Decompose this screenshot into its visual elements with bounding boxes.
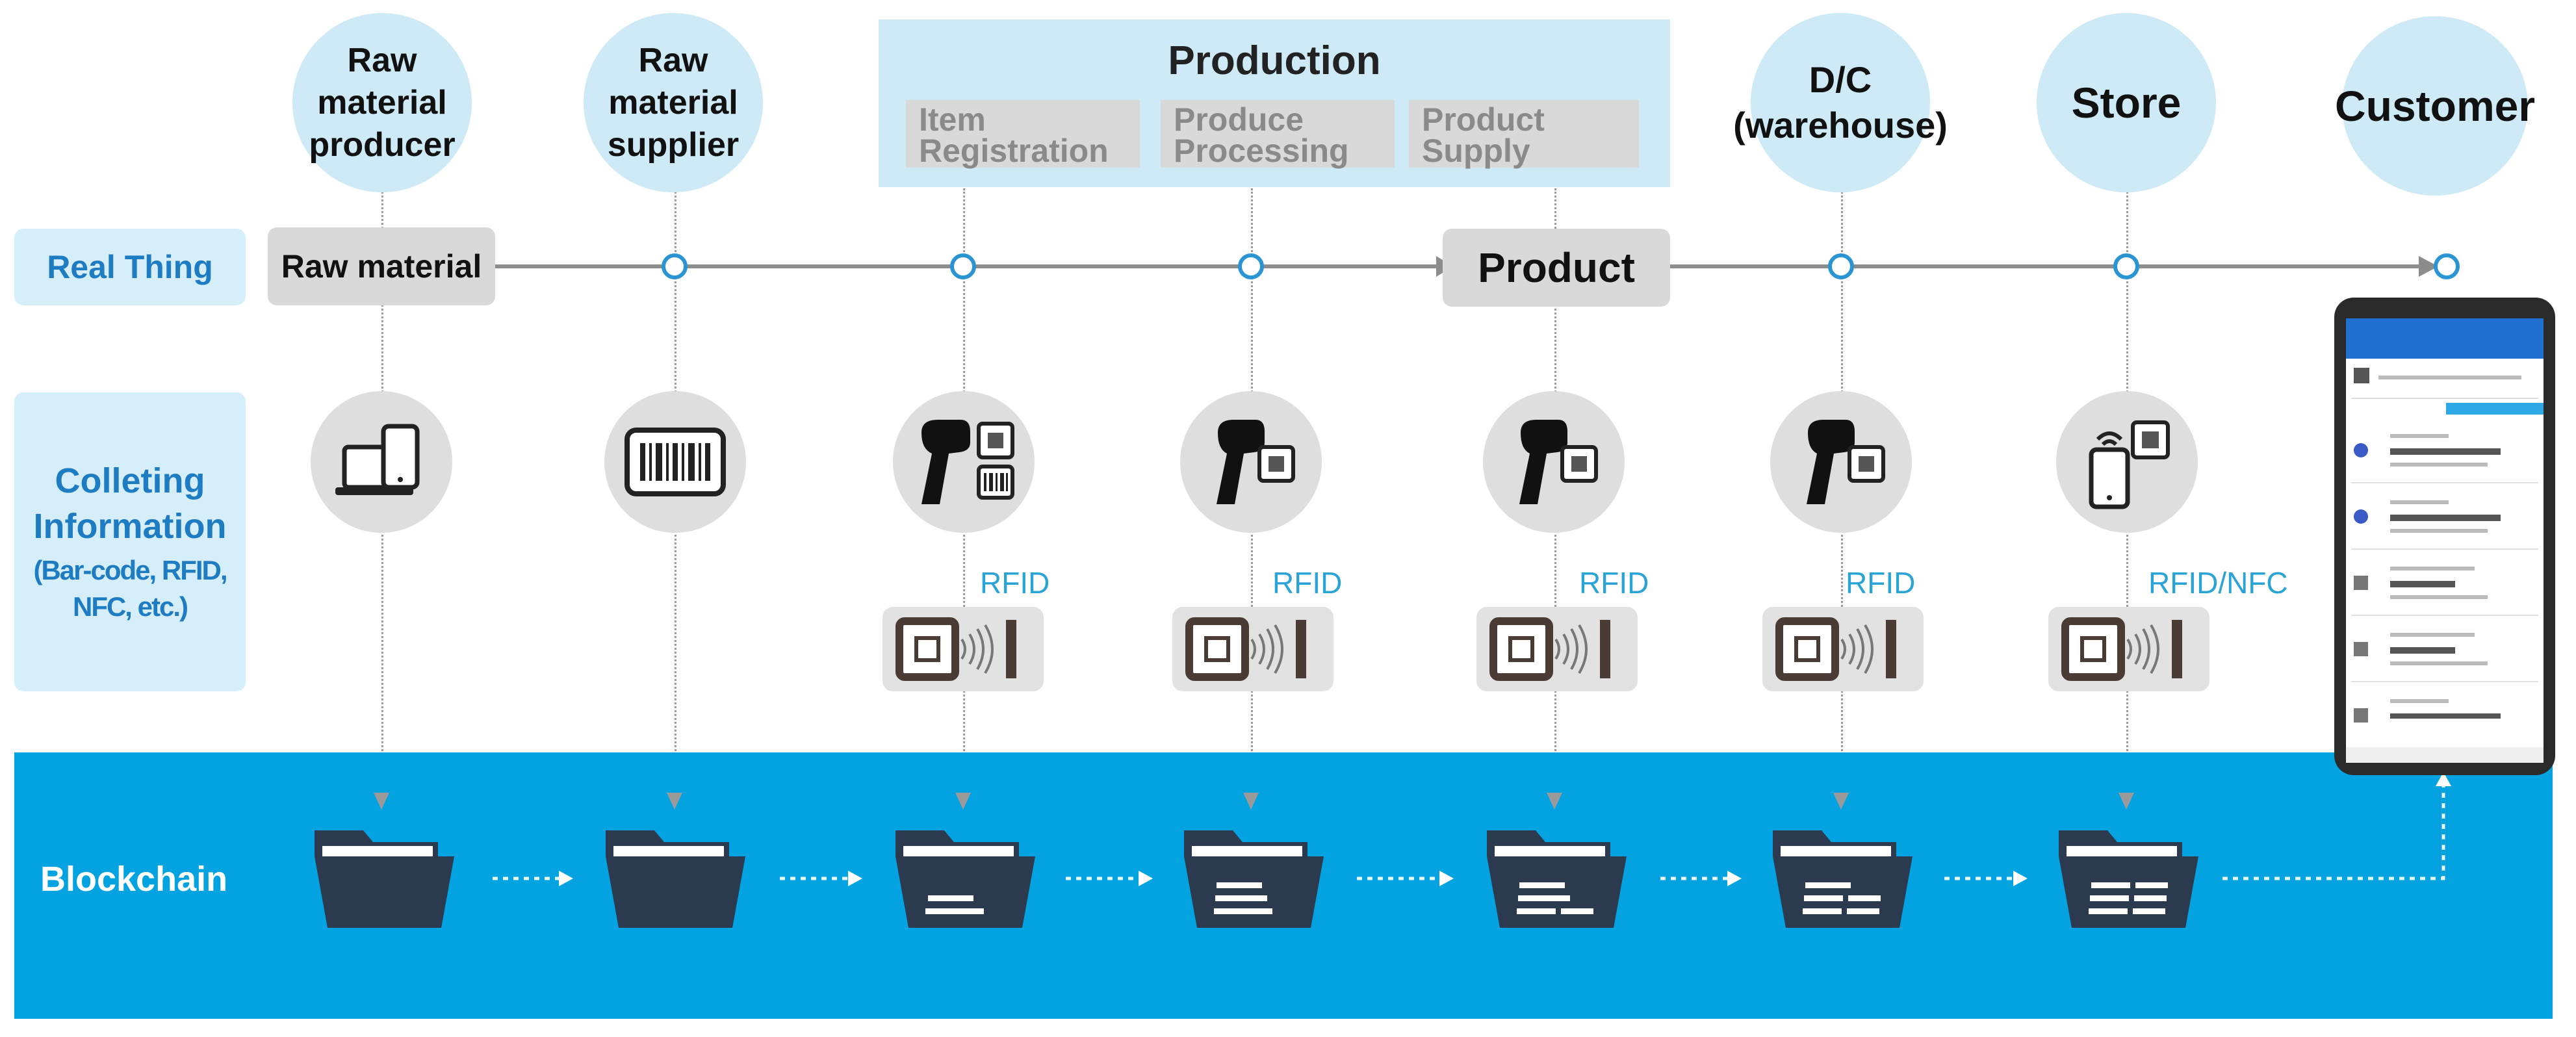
phone-list-item xyxy=(2351,616,2538,682)
rfid-tag-icon xyxy=(882,607,1044,691)
rfid-label: RFID xyxy=(1579,566,1649,600)
rfid-tag-icon xyxy=(1476,607,1638,691)
phone-list-item xyxy=(2351,417,2538,483)
scanner-icon xyxy=(1770,391,1912,533)
phone-list-item xyxy=(2351,682,2538,747)
rfid-tag-icon xyxy=(1172,607,1333,691)
rfid-label: RFID/NFC xyxy=(2148,566,2288,600)
folder-icon xyxy=(895,830,1035,928)
scanner-icon xyxy=(1180,391,1322,533)
product-node: Product xyxy=(1443,229,1670,307)
phone-app-header xyxy=(2346,318,2544,359)
stage-dc-warehouse: D/C (warehouse) xyxy=(1733,13,1948,192)
production-title: Production xyxy=(1168,38,1381,83)
folder-icon xyxy=(1184,830,1324,928)
chain-arrows xyxy=(493,772,2451,886)
phone-list-item xyxy=(2351,550,2538,616)
folder-icon xyxy=(315,830,454,928)
barcode-icon xyxy=(604,391,746,533)
folder-icon xyxy=(1773,830,1913,928)
rfid-label: RFID xyxy=(980,566,1050,600)
rfid-tag-icon xyxy=(2048,607,2209,691)
phone-screen xyxy=(2346,318,2544,747)
customer-phone xyxy=(2334,298,2555,775)
folder-icon xyxy=(606,830,745,928)
timeline-node-end xyxy=(2434,253,2460,279)
folder-icon xyxy=(2059,830,2198,928)
collecting-subtitle: (Bar-code, RFID, NFC, etc.) xyxy=(33,554,227,622)
step-produce-processing: Produce Processing xyxy=(1161,100,1395,168)
laptop-phone-icon xyxy=(311,391,452,533)
down-arrows xyxy=(374,793,2134,810)
timeline-node xyxy=(1828,253,1854,279)
phone-nav-bar xyxy=(2346,747,2544,763)
step-item-registration: Item Registration xyxy=(906,100,1140,168)
raw-material-node: Raw material xyxy=(268,227,495,305)
step-product-supply: Product Supply xyxy=(1409,100,1639,168)
scanner-icon xyxy=(1483,391,1625,533)
timeline-node xyxy=(1238,253,1264,279)
stage-store: Store xyxy=(2037,13,2216,192)
phone-tabs xyxy=(2346,399,2544,417)
folder-icon xyxy=(1487,830,1627,928)
timeline-node xyxy=(2113,253,2139,279)
stage-raw-material-producer: Raw material producer xyxy=(292,13,472,192)
stage-customer: Customer xyxy=(2335,16,2535,196)
row-label-collecting: Colleting Information (Bar-code, RFID, N… xyxy=(14,392,246,691)
phone-info-row xyxy=(2351,359,2538,399)
stage-raw-material-supplier: Raw material supplier xyxy=(584,13,763,192)
rfid-label: RFID xyxy=(1272,566,1343,600)
timeline-node xyxy=(662,253,688,279)
phone-list-item xyxy=(2351,483,2538,550)
phone-nfc-icon xyxy=(2056,391,2198,533)
rfid-label: RFID xyxy=(1846,566,1916,600)
scanner-with-barcode-icon xyxy=(893,391,1035,533)
row-label-real-thing: Real Thing xyxy=(14,229,246,305)
rfid-tag-icon xyxy=(1762,607,1924,691)
collecting-title: Colleting Information xyxy=(33,461,227,546)
timeline-arrow-end xyxy=(2419,256,2438,277)
timeline-node xyxy=(950,253,976,279)
blockchain-label: Blockchain xyxy=(40,860,228,899)
